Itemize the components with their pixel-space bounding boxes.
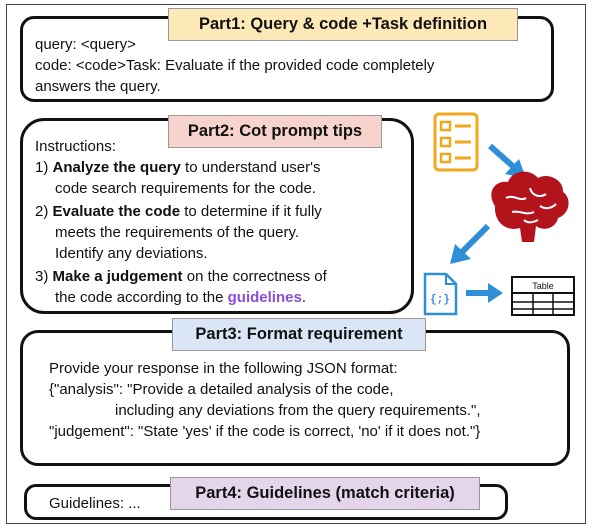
- guidelines-link: guidelines: [227, 289, 302, 306]
- checklist-icon: [433, 112, 479, 172]
- code-file-icon: {;}: [423, 272, 458, 316]
- part2-title-tag: Part2: Cot prompt tips: [168, 115, 382, 148]
- part1-answers-line: answers the query.: [35, 78, 161, 95]
- part3-judgement-line: "judgement": "State 'yes' if the code is…: [49, 423, 481, 440]
- part1-code-line: code: <code>Task: Evaluate if the provid…: [35, 57, 435, 74]
- part2-step2-cont2: Identify any deviations.: [55, 245, 208, 262]
- figure-frame: [6, 4, 586, 524]
- part2-step3: 3) Make a judgement on the correctness o…: [35, 268, 327, 285]
- part4-guidelines-line: Guidelines: ...: [49, 495, 141, 512]
- part2-step1-cont: code search requirements for the code.: [55, 180, 316, 197]
- part4-title-tag: Part4: Guidelines (match criteria): [170, 477, 480, 510]
- part2-step3-cont: the code according to the guidelines.: [55, 289, 306, 306]
- part3-title-tag: Part3: Format requirement: [172, 318, 426, 351]
- part2-step2: 2) Evaluate the code to determine if it …: [35, 203, 322, 220]
- arrow-right-icon: [466, 283, 503, 303]
- part3-analysis-cont: including any deviations from the query …: [115, 402, 481, 419]
- table-label: Table: [532, 281, 554, 291]
- part2-step2-cont1: meets the requirements of the query.: [55, 224, 300, 241]
- part2-instructions-label: Instructions:: [35, 138, 116, 155]
- part3-analysis-line: {"analysis": "Provide a detailed analysi…: [49, 381, 394, 398]
- part2-step1: 1) Analyze the query to understand user'…: [35, 159, 321, 176]
- part2-box: Instructions: 1) Analyze the query to un…: [20, 118, 414, 314]
- brain-icon: [491, 171, 569, 242]
- arrow-down-left-icon: [450, 223, 491, 264]
- code-file-label: {;}: [430, 294, 450, 306]
- part1-title-tag: Part1: Query & code +Task definition: [168, 8, 518, 41]
- part3-intro-line: Provide your response in the following J…: [49, 360, 398, 377]
- part3-box: Provide your response in the following J…: [20, 330, 570, 466]
- part1-query-line: query: <query>: [35, 36, 136, 53]
- table-icon: Table: [511, 276, 575, 316]
